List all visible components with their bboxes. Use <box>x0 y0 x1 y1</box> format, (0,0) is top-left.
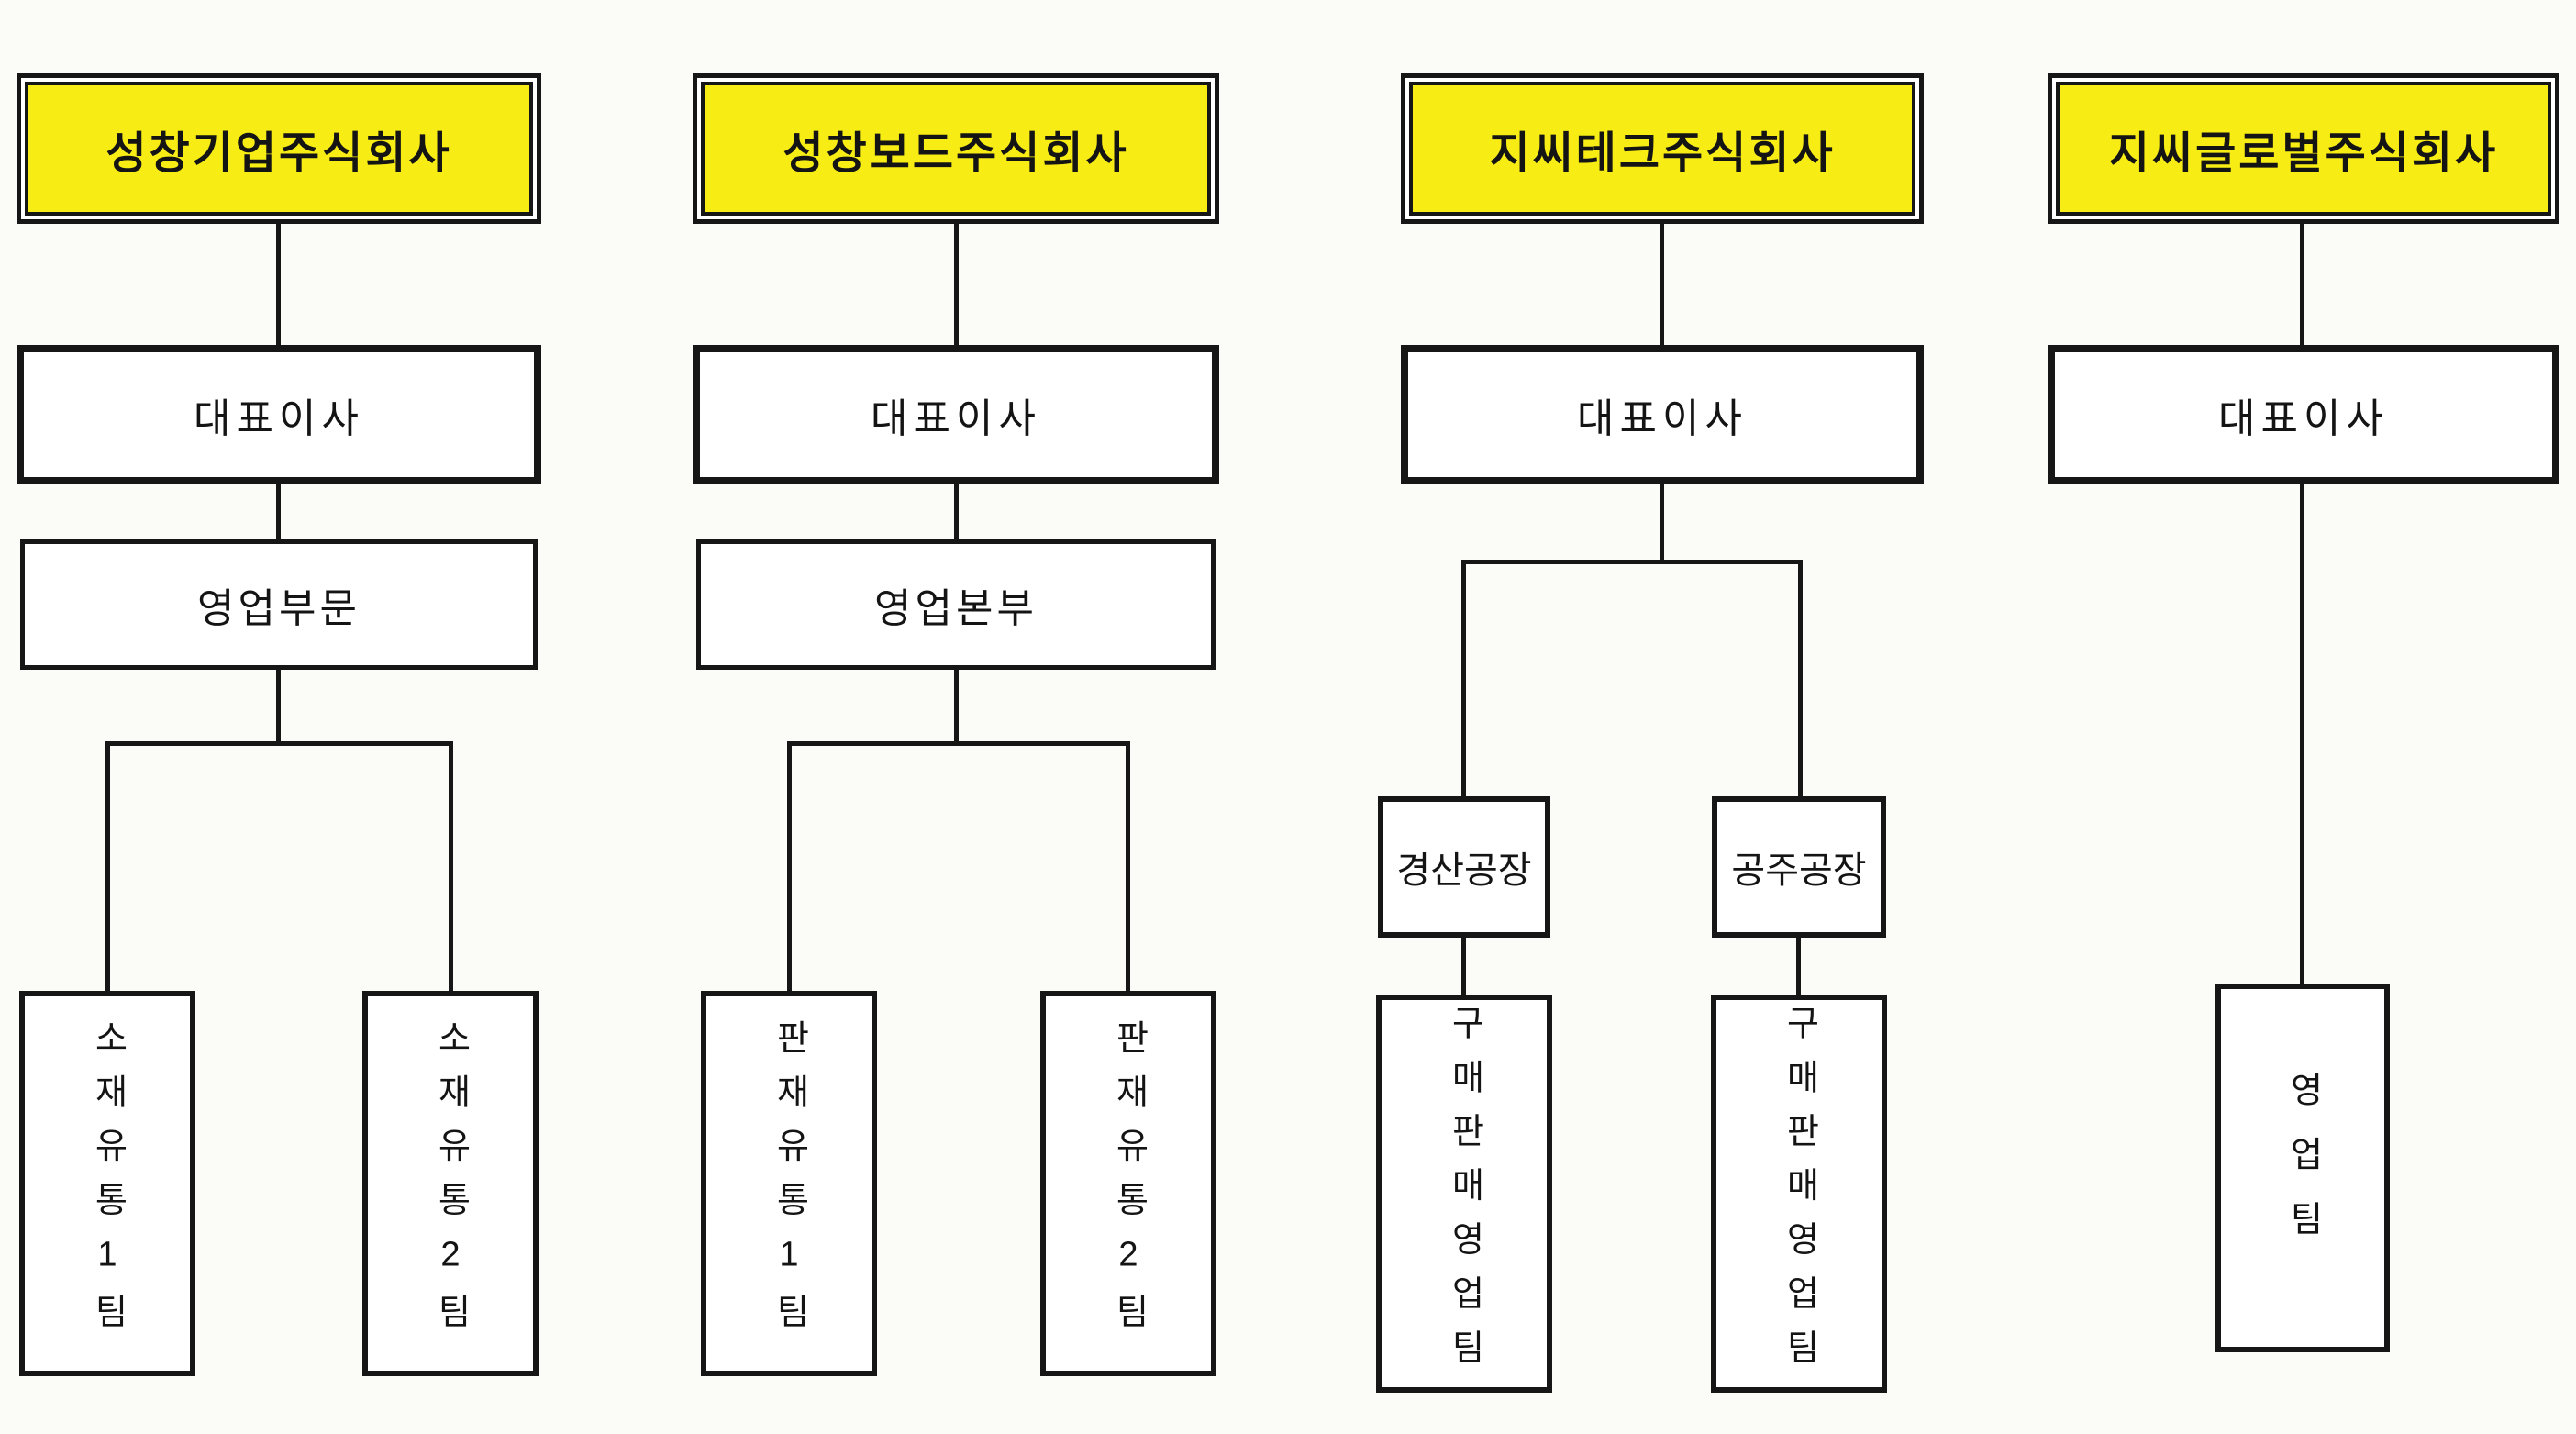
ceo-label: 대표이사 <box>1577 396 1748 441</box>
company-header-box: 지씨테크주식회사 <box>1401 73 1924 224</box>
ceo-label: 대표이사 <box>2218 396 2389 441</box>
connector-line <box>276 670 281 745</box>
company-name: 성창기업주식회사 <box>25 82 533 216</box>
connector-line <box>954 484 959 541</box>
connector-line <box>1660 484 1664 563</box>
connector-line <box>449 741 453 993</box>
connector-line <box>1461 560 1466 798</box>
company-header-box: 성창보드주식회사 <box>693 73 1219 224</box>
team-label: 영업팀 <box>2283 1071 2322 1265</box>
factory-label: 공주공장 <box>1731 850 1867 891</box>
team-label: 구매판매영업팀 <box>1445 1004 1483 1384</box>
team-box: 영업팀 <box>2215 984 2390 1352</box>
connector-line <box>954 670 959 745</box>
ceo-box: 대표이사 <box>1401 345 1924 484</box>
factory-box: 공주공장 <box>1712 796 1886 938</box>
division-box: 영업본부 <box>696 539 1216 670</box>
team-box: 구매판매영업팀 <box>1711 995 1887 1393</box>
team-box: 소재유통1팀 <box>19 991 195 1376</box>
connector-line <box>2300 224 2304 347</box>
connector-line <box>1126 741 1130 993</box>
company-name: 지씨글로벌주식회사 <box>2056 82 2551 216</box>
connector-line <box>2300 484 2304 985</box>
connector-line <box>1660 224 1664 347</box>
connector-line <box>1796 936 1801 996</box>
team-box: 판재유통1팀 <box>701 991 877 1376</box>
team-label: 판재유통1팀 <box>770 1019 808 1348</box>
team-box: 소재유통2팀 <box>362 991 539 1376</box>
team-box: 구매판매영업팀 <box>1376 995 1552 1393</box>
team-label: 소재유통1팀 <box>88 1019 127 1348</box>
division-box: 영업부문 <box>20 539 538 670</box>
factory-label: 경산공장 <box>1396 850 1532 891</box>
company-name: 성창보드주식회사 <box>701 82 1211 216</box>
company-name: 지씨테크주식회사 <box>1409 82 1915 216</box>
connector-line <box>276 224 281 347</box>
connector-line <box>1461 936 1466 996</box>
division-label: 영업본부 <box>874 586 1038 631</box>
ceo-box: 대표이사 <box>17 345 541 484</box>
connector-line <box>276 484 281 541</box>
team-label: 구매판매영업팀 <box>1780 1004 1818 1384</box>
factory-box: 경산공장 <box>1378 796 1550 938</box>
division-label: 영업부문 <box>197 586 361 631</box>
connector-line <box>954 224 959 347</box>
connector-line <box>1461 560 1803 564</box>
connector-line <box>787 741 792 993</box>
ceo-label: 대표이사 <box>194 396 364 441</box>
connector-line <box>105 741 110 993</box>
team-box: 판재유통2팀 <box>1040 991 1216 1376</box>
company-header-box: 지씨글로벌주식회사 <box>2048 73 2559 224</box>
ceo-box: 대표이사 <box>2048 345 2559 484</box>
connector-line <box>787 741 1130 746</box>
connector-line <box>1798 560 1803 798</box>
connector-line <box>105 741 453 746</box>
team-label: 소재유통2팀 <box>431 1019 470 1348</box>
ceo-label: 대표이사 <box>871 396 1041 441</box>
company-header-box: 성창기업주식회사 <box>17 73 541 224</box>
team-label: 판재유통2팀 <box>1109 1019 1148 1348</box>
ceo-box: 대표이사 <box>693 345 1219 484</box>
